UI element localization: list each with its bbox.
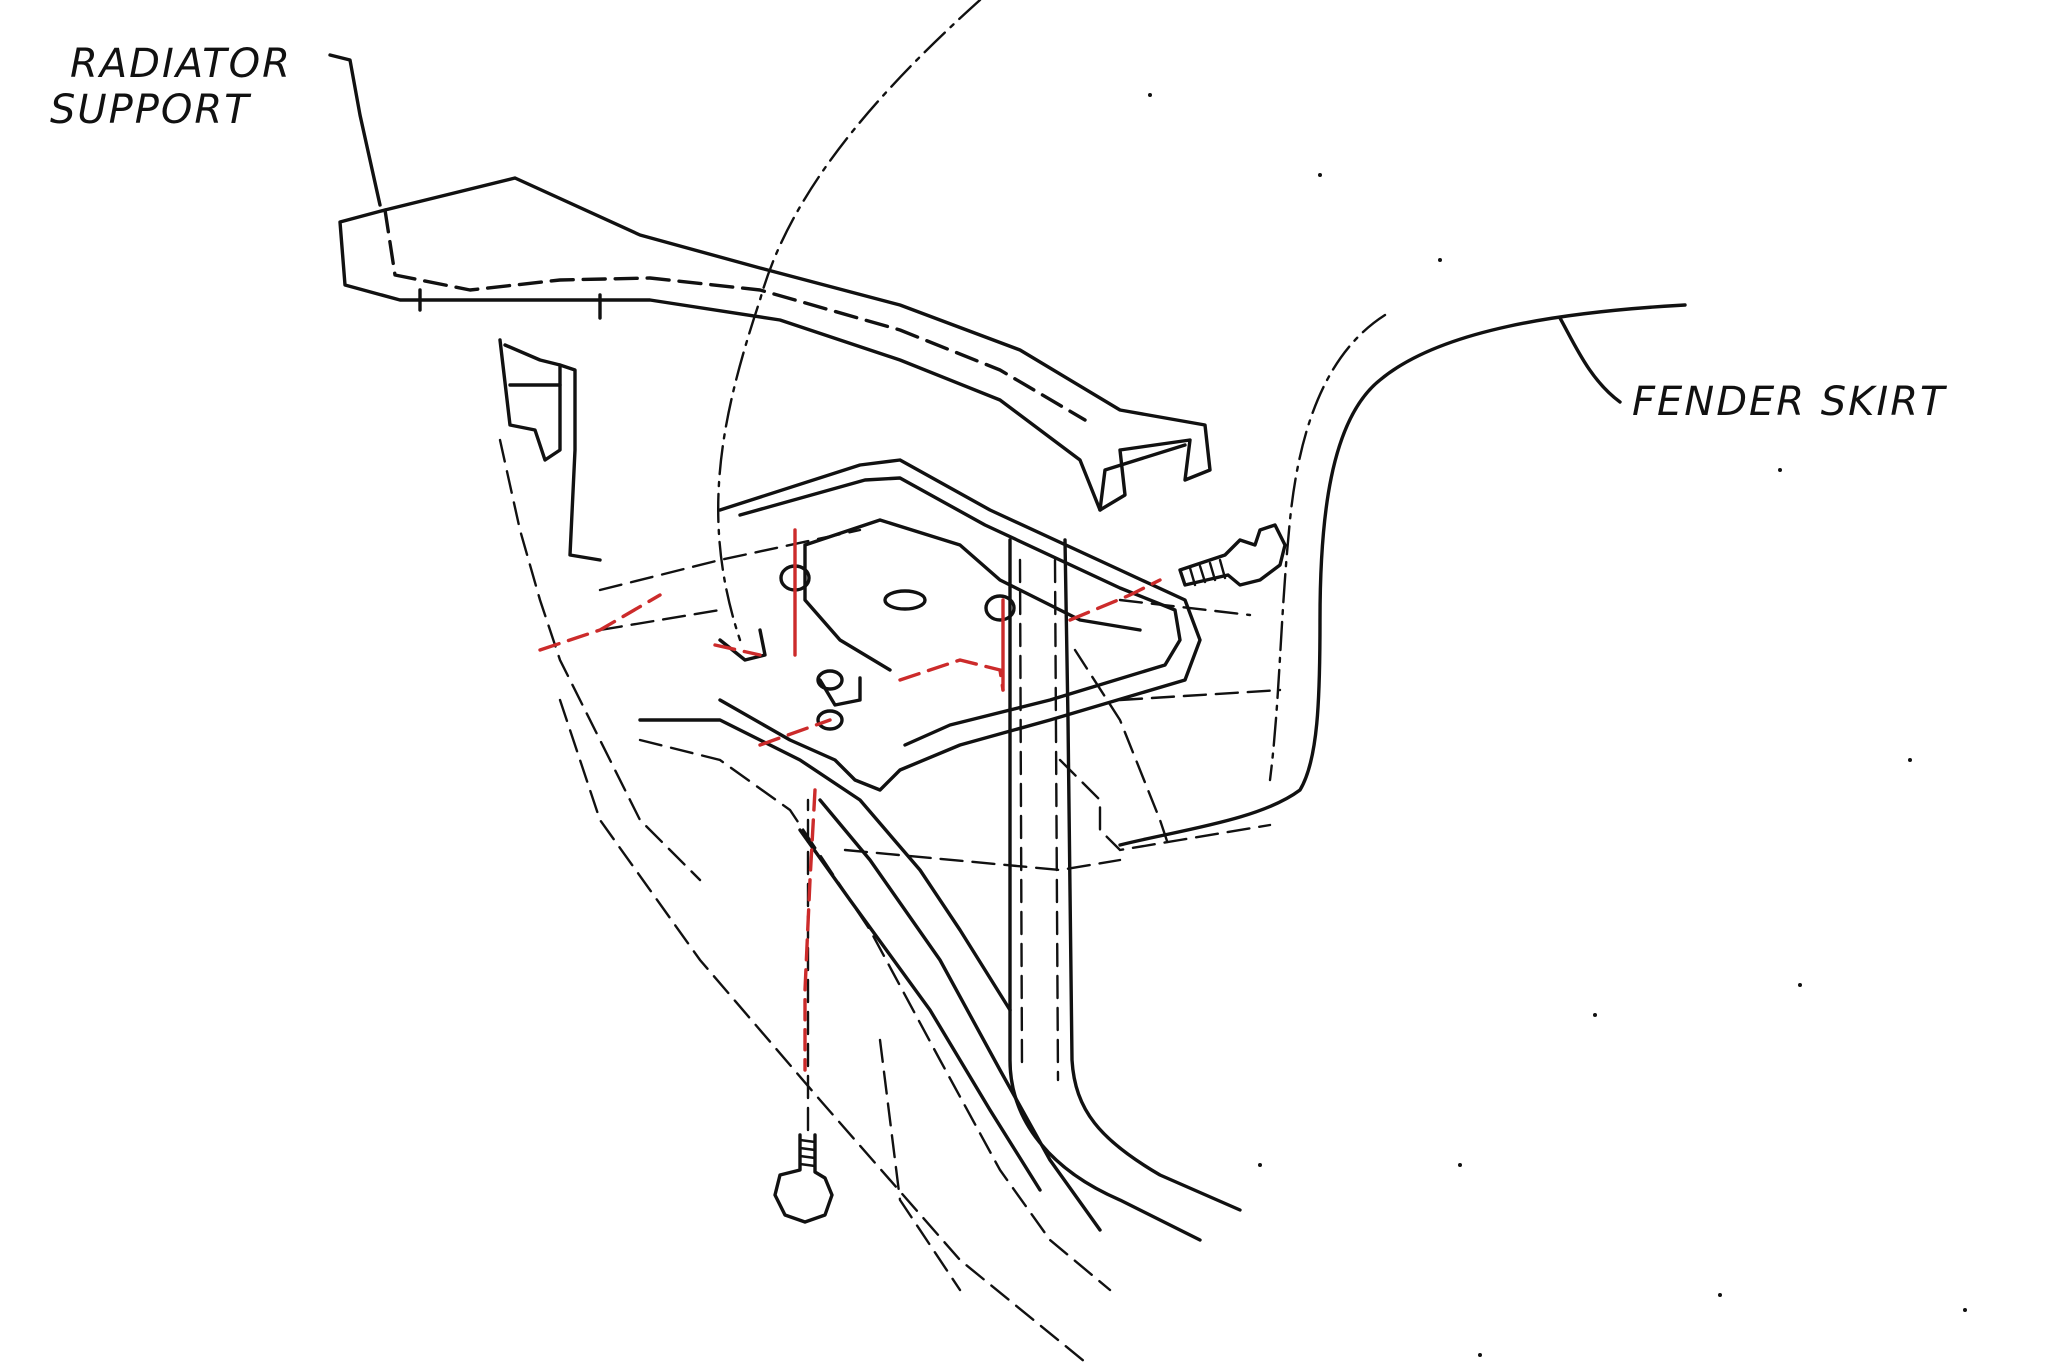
lower-frame-rail	[558, 698, 1112, 1368]
inner-fender-arc	[1268, 313, 1387, 782]
radiator-support-member	[328, 53, 1212, 512]
hidden-line-highlights	[538, 528, 1162, 1072]
radiator-support-label-line1: RADIATOR	[70, 41, 292, 87]
tray-drain-hole	[883, 589, 927, 611]
tray-to-fender-line	[843, 848, 1122, 872]
fender-skirt-label: FENDER SKIRT	[1632, 379, 1947, 425]
tray-nut-right	[984, 594, 1016, 622]
tray-rear-support-2	[1118, 598, 1282, 702]
vertical-bolt	[773, 798, 834, 1224]
hood-outline-arc	[717, 0, 982, 642]
fender-skirt-leader	[1558, 316, 1622, 404]
radiator-support-leader	[328, 53, 382, 207]
tray-support-leg	[1008, 538, 1272, 1242]
radiator-support-label-line2: SUPPORT	[50, 87, 251, 133]
support-bracket	[498, 338, 702, 882]
tray-rear-support	[1073, 648, 1172, 852]
scan-dots	[1148, 93, 1967, 1357]
battery-tray	[598, 458, 1202, 792]
fender-skirt	[1118, 303, 1687, 847]
horizontal-bolt	[1178, 523, 1287, 587]
